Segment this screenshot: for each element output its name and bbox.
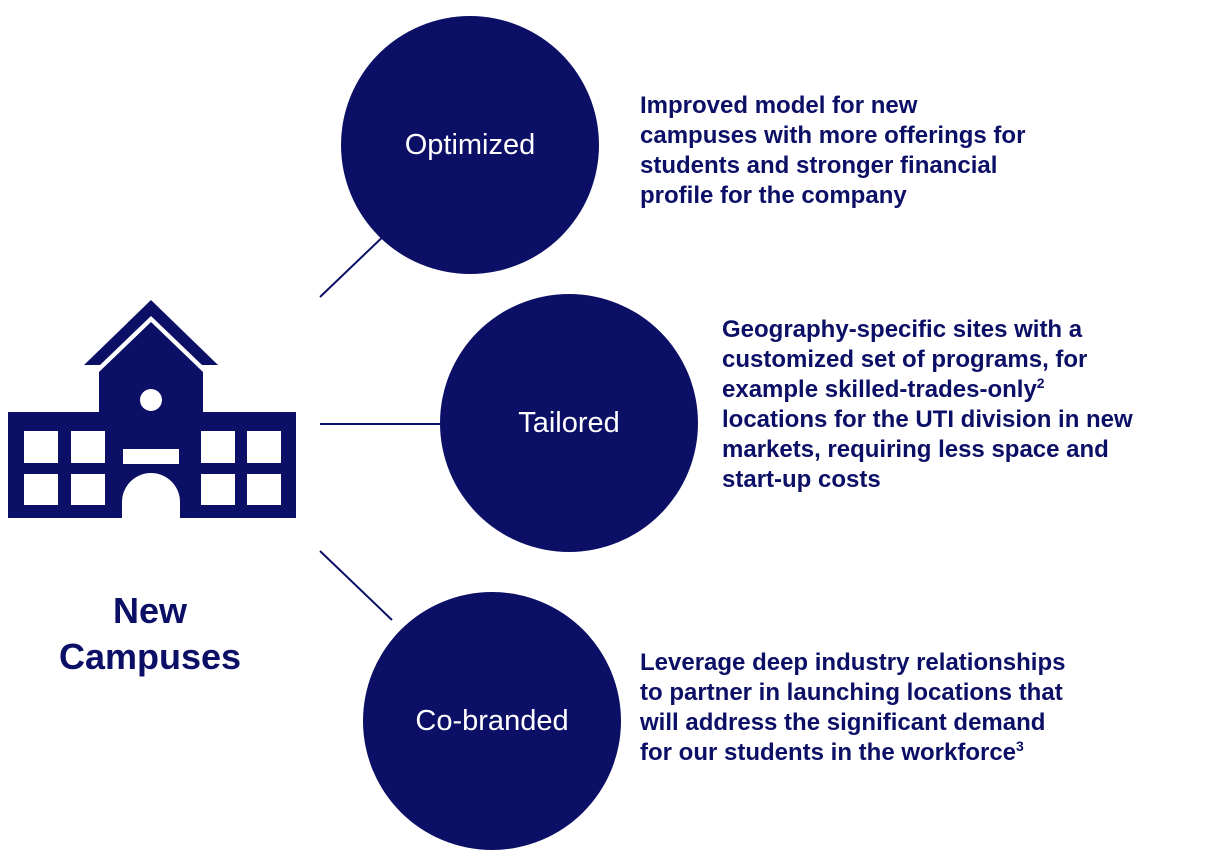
footnote-3: 3 <box>1016 738 1024 754</box>
circle-label-tailored: Tailored <box>518 406 620 439</box>
circle-tailored: Tailored <box>440 294 698 552</box>
circle-optimized: Optimized <box>341 16 599 274</box>
footnote-2: 2 <box>1036 375 1045 391</box>
center-title-line2: Campuses <box>58 636 242 677</box>
center-title-line1: New <box>112 590 188 631</box>
description-tailored-main: Geography-specific sites with a customiz… <box>722 316 1088 403</box>
description-tailored-rest: locations for the UTI division in new ma… <box>722 406 1133 493</box>
circle-label-optimized: Optimized <box>404 128 536 161</box>
description-co-branded: Leverage deep industry relationships to … <box>640 648 1065 768</box>
center-title: New Campuses <box>20 588 280 680</box>
circle-label-co-branded: Co-branded <box>415 704 569 737</box>
description-optimized: Improved model for new campuses with mor… <box>640 92 1026 209</box>
connector-co-branded <box>319 550 393 621</box>
connector-optimized <box>319 227 393 298</box>
description-co-branded-main: Leverage deep industry relationships to … <box>640 649 1066 766</box>
circle-co-branded: Co-branded <box>363 592 621 850</box>
description-tailored: Geography-specific sites with a customiz… <box>722 315 1133 495</box>
